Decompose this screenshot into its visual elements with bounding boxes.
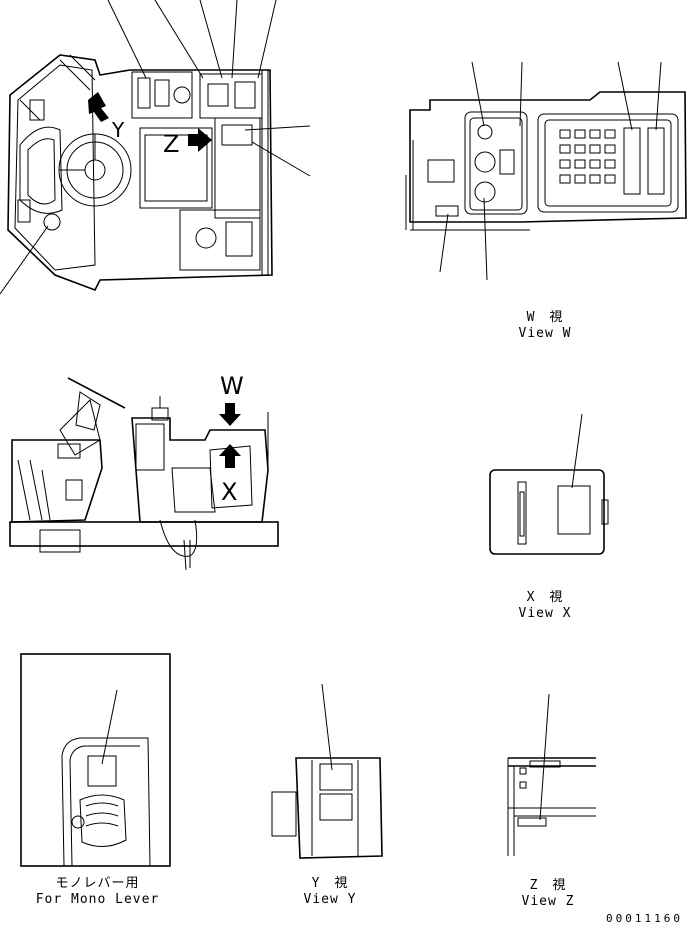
arrow-y-label: Y <box>112 118 125 142</box>
view-z-caption-jp: Z 視 <box>529 878 567 893</box>
mono-lever-caption-en: For Mono Lever <box>35 892 160 907</box>
arrow-z-label: Z <box>163 130 180 158</box>
top-plan-view <box>0 0 311 295</box>
view-y-caption-jp: Y 視 <box>311 876 349 891</box>
view-w-drawing <box>405 61 687 281</box>
side-view-drawing <box>9 377 279 571</box>
view-x-caption-jp: X 視 <box>526 590 564 605</box>
view-w-caption-en: View W <box>518 326 572 341</box>
mono-lever-caption-jp: モノレバー用 <box>55 876 140 891</box>
view-y-caption-en: View Y <box>303 892 357 907</box>
view-z-caption-en: View Z <box>521 894 575 909</box>
arrow-w-label: W <box>220 372 244 400</box>
view-x-drawing <box>489 413 609 555</box>
view-x-caption-en: View X <box>518 606 572 621</box>
document-number: 00011160 <box>606 912 683 925</box>
view-y-drawing <box>271 683 383 859</box>
view-z-drawing <box>507 693 596 856</box>
view-w-caption-jp: W 視 <box>526 310 564 325</box>
mono-lever-detail <box>20 653 171 867</box>
arrow-x-label: X <box>221 478 238 506</box>
